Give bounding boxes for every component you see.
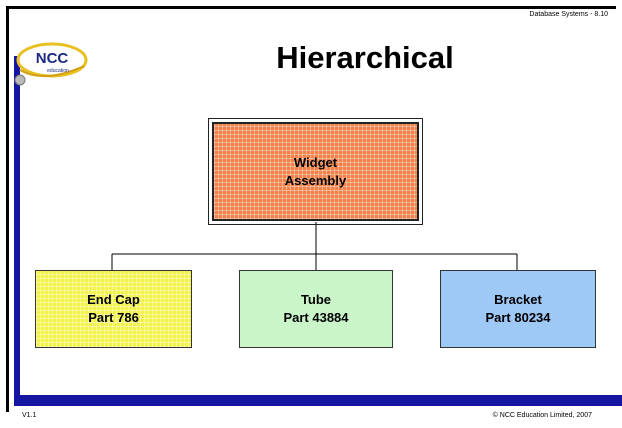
copyright-label: © NCC Education Limited, 2007	[492, 412, 592, 419]
node-bracket: Bracket Part 80234	[440, 270, 596, 348]
node-label-line1: Tube	[300, 292, 332, 307]
node-label-line2: Part 43884	[283, 310, 349, 325]
node-label-line2: Assembly	[284, 172, 347, 188]
node-label-line1: Widget	[293, 154, 338, 170]
node-label-line2: Part 786	[88, 310, 139, 325]
node-label-line2: Part 80234	[485, 310, 551, 325]
logo-text: NCC	[36, 50, 69, 67]
node-label-line1: End Cap	[87, 292, 140, 307]
node-label-line1: Bracket	[494, 292, 542, 307]
logo-subtext: education	[47, 68, 69, 74]
blue-accent-bar-left	[14, 56, 20, 406]
ncc-logo: NCC education	[14, 42, 88, 86]
node-widget-assembly: Widget Assembly	[208, 118, 423, 225]
slide-frame-left	[6, 6, 9, 412]
node-tube: Tube Part 43884	[239, 270, 393, 348]
course-label: Database Systems - 8.10	[529, 11, 608, 18]
version-label: V1.1	[22, 412, 37, 419]
slide-frame-top	[6, 6, 616, 9]
node-end-cap: End Cap Part 786	[35, 270, 192, 348]
slide-title: Hierarchical	[276, 40, 454, 75]
blue-accent-bar-bottom	[14, 395, 622, 406]
